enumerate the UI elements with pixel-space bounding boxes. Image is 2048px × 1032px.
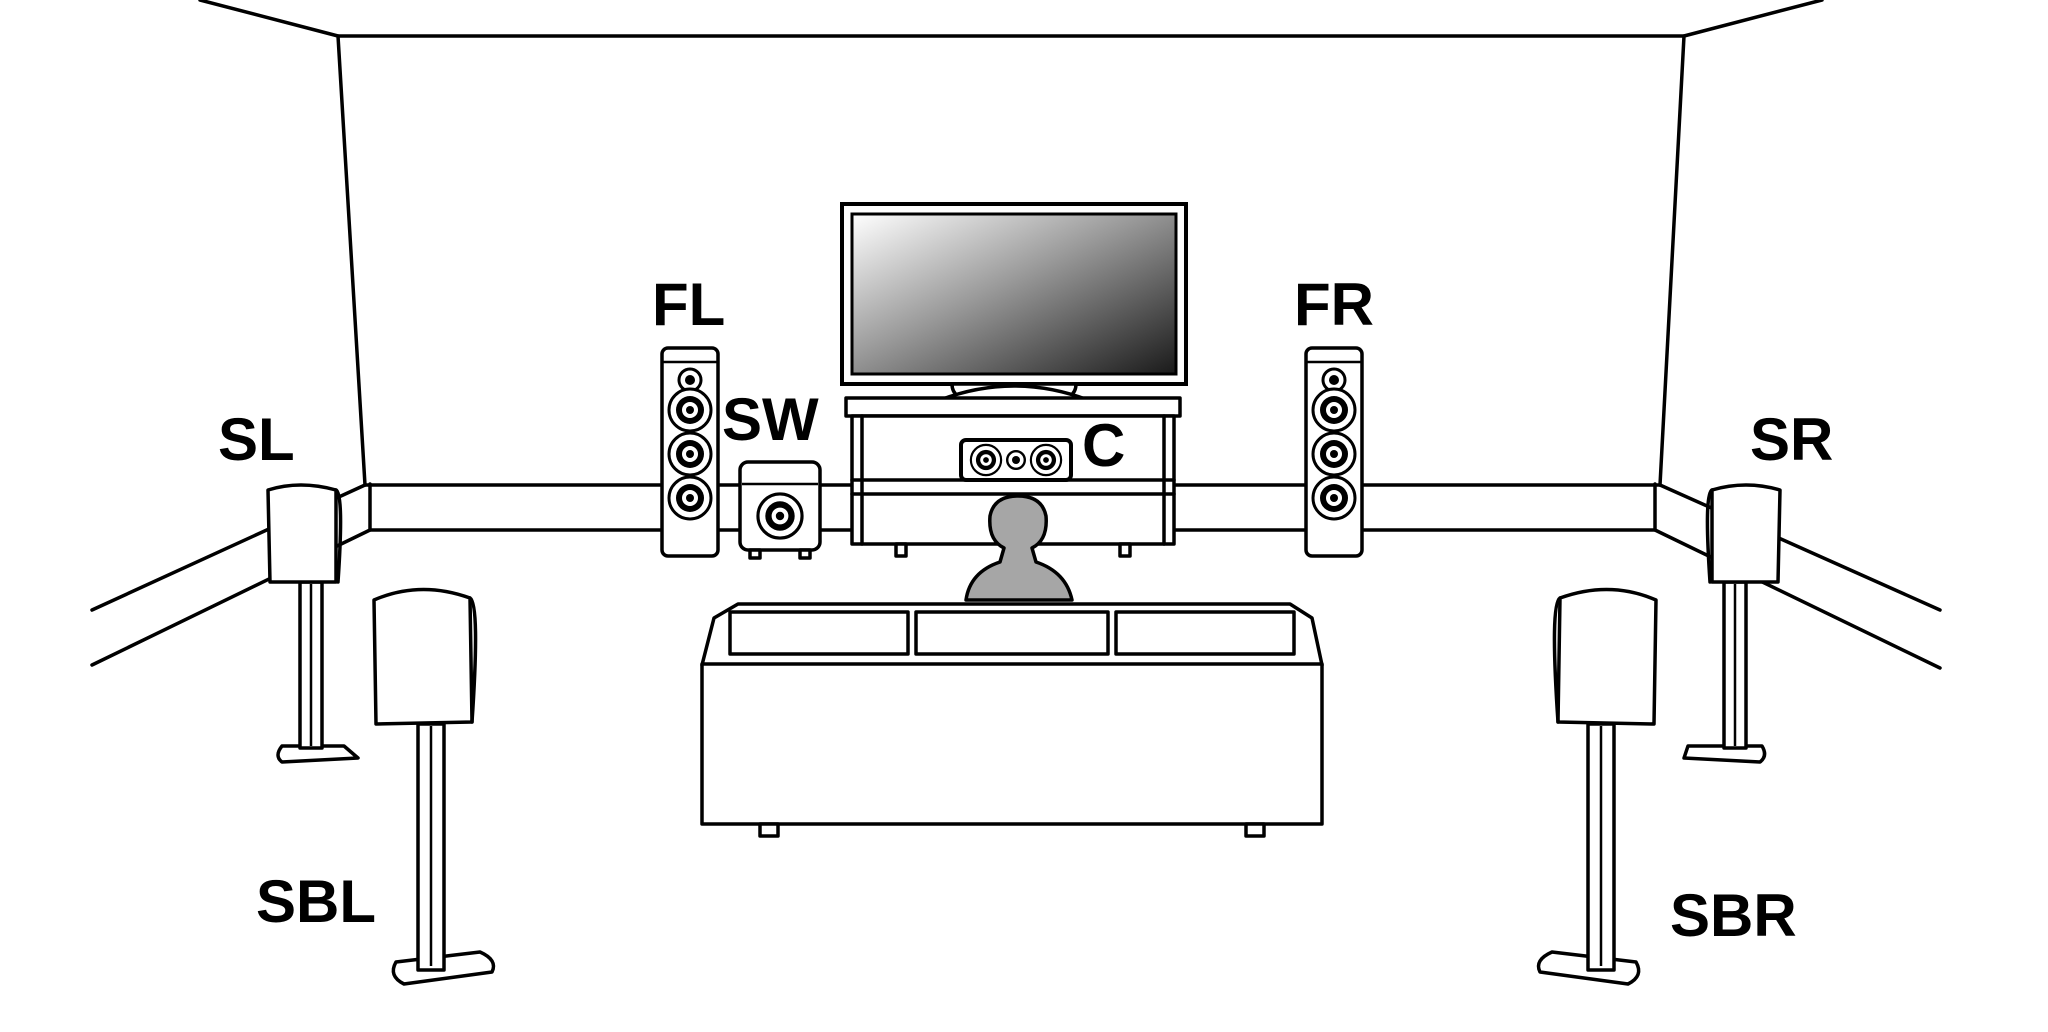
sofa-icon xyxy=(700,602,1324,838)
label-sw: SW xyxy=(722,386,819,453)
label-fr: FR xyxy=(1294,271,1374,338)
label-c: C xyxy=(1082,412,1125,479)
sbl-bookshelf-speaker-icon xyxy=(372,587,496,986)
fr-tower-speaker-icon xyxy=(1304,346,1364,558)
person-icon xyxy=(964,494,1074,602)
label-sbr: SBR xyxy=(1670,882,1797,949)
label-fl: FL xyxy=(652,271,725,338)
label-sr: SR xyxy=(1750,406,1833,473)
subwoofer-icon xyxy=(738,460,822,560)
sl-bookshelf-speaker-icon xyxy=(266,483,360,764)
sr-bookshelf-speaker-icon xyxy=(1682,483,1782,764)
fl-tower-speaker-icon xyxy=(660,346,720,558)
sbr-bookshelf-speaker-icon xyxy=(1536,587,1658,986)
tv-icon xyxy=(840,202,1188,402)
center-speaker-icon xyxy=(959,438,1073,482)
label-sl: SL xyxy=(218,406,295,473)
speaker-labels: FL FR SW C SL SR SBL SBR xyxy=(218,271,1833,949)
label-sbl: SBL xyxy=(256,868,376,935)
